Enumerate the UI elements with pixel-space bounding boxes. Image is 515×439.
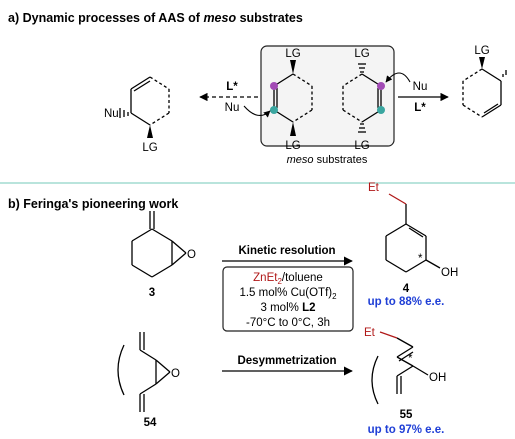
stereocenter-star: * xyxy=(418,253,423,265)
purple-dot-icon xyxy=(377,82,385,90)
ethyl-label: Et xyxy=(364,327,376,339)
product-left xyxy=(119,76,170,138)
teal-dot-icon xyxy=(270,106,278,114)
stereocenter-star: * xyxy=(408,353,413,365)
meso-molecule-left xyxy=(273,60,313,136)
lg-label: LG xyxy=(354,140,369,152)
conditions-ligand: 3 mol% L2 xyxy=(261,302,316,314)
lg-label: LG xyxy=(354,48,369,60)
epoxide-oxygen-label: O xyxy=(187,249,196,261)
conditions-reagent: ZnEt2/toluene xyxy=(253,272,323,286)
lg-label: LG xyxy=(285,48,300,60)
lg-label: LG xyxy=(142,142,157,154)
arrow-label-nu: Nu xyxy=(225,102,240,114)
compound-3-structure xyxy=(131,211,187,278)
curved-attack-arrow-left xyxy=(243,105,271,118)
kinetic-resolution-label: Kinetic resolution xyxy=(238,245,335,257)
compound-number: 55 xyxy=(400,409,413,421)
section-b-title: b) Feringa's pioneering work xyxy=(8,197,178,211)
lg-label: LG xyxy=(474,45,489,57)
compound-number: 3 xyxy=(149,287,155,299)
arrow-label-ligand: L* xyxy=(414,102,426,114)
product-right xyxy=(462,57,507,118)
epoxide-oxygen-label: O xyxy=(171,368,180,380)
conditions-catalyst: 1.5 mol% Cu(OTf)2 xyxy=(239,287,337,301)
teal-dot-icon xyxy=(377,106,385,114)
nu-label: Nu xyxy=(104,108,119,120)
conditions-temperature: -70°C to 0°C, 3h xyxy=(246,317,330,329)
compound-number: 4 xyxy=(403,283,410,295)
hydroxyl-label: OH xyxy=(441,267,458,279)
lg-label: LG xyxy=(285,140,300,152)
compound-55-structure xyxy=(371,331,429,405)
hydroxyl-label: OH xyxy=(429,372,446,384)
curved-attack-arrow-right xyxy=(385,72,411,83)
arrow-label-nu: Nu xyxy=(413,81,428,93)
meso-substrates-caption: meso substrates xyxy=(287,154,368,166)
conditions-box xyxy=(222,266,354,332)
ee-value: up to 97% e.e. xyxy=(368,424,445,436)
arrow-label-ligand: L* xyxy=(226,81,238,93)
section-a-title: a) Dynamic processes of AAS of meso subs… xyxy=(8,11,303,25)
ee-value: up to 88% e.e. xyxy=(368,296,445,308)
compound-4-structure xyxy=(385,193,441,273)
compound-number: 54 xyxy=(144,417,157,429)
compound-54-structure xyxy=(117,332,171,412)
ethyl-label: Et xyxy=(368,182,380,194)
meso-substrates-box xyxy=(260,45,395,147)
desymmetrization-label: Desymmetrization xyxy=(237,355,336,367)
purple-dot-icon xyxy=(270,82,278,90)
